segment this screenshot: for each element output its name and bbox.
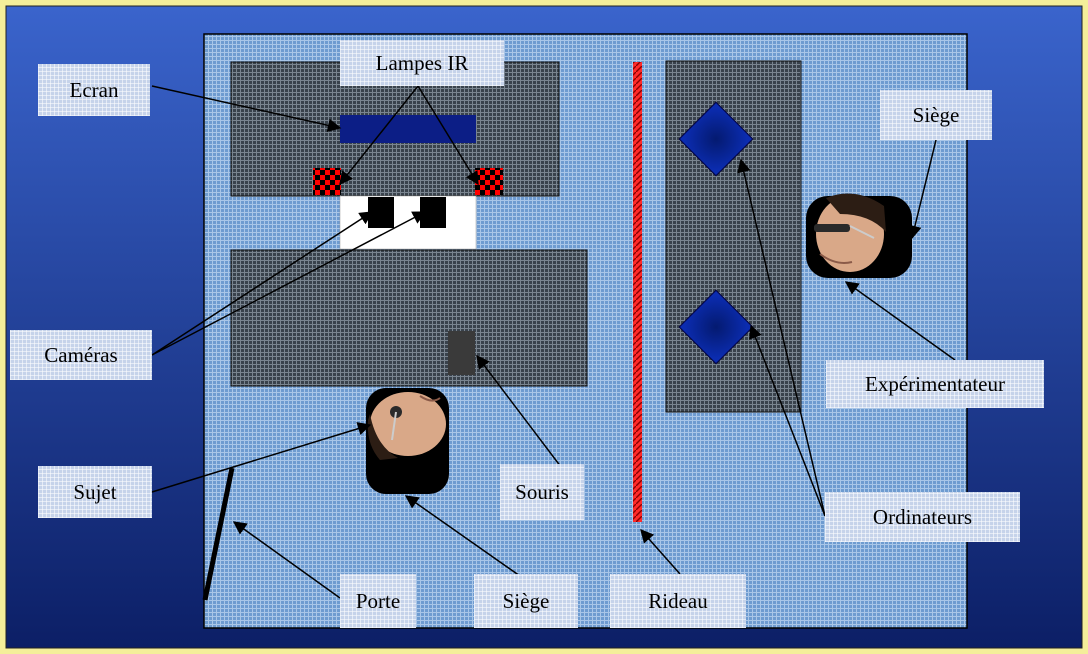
arrow-camera-right — [151, 211, 427, 356]
experimenter-head — [806, 193, 912, 278]
screen — [340, 115, 476, 143]
curtain — [633, 62, 642, 522]
arrow-porte — [232, 521, 341, 599]
ir-lamp-left — [313, 168, 341, 195]
label-souris: Souris — [500, 464, 584, 520]
subject-desk — [230, 249, 588, 387]
door — [202, 467, 235, 601]
label-ecran: Ecran — [38, 64, 150, 116]
label-siege-experimenter: Siège — [880, 90, 992, 140]
label-rideau: Rideau — [610, 574, 746, 628]
arrow-rideau — [640, 528, 681, 575]
arrow-lampe-right — [417, 85, 479, 186]
camera-mount — [339, 195, 477, 250]
arrow-camera-left — [151, 211, 374, 356]
arrow-experimentateur — [844, 281, 956, 361]
arrow-ordinateur-top — [737, 158, 826, 517]
experimenter-desk — [665, 60, 802, 413]
label-cameras: Caméras — [10, 330, 152, 380]
arrow-ordinateur-bottom — [749, 324, 826, 517]
arrow-siege-exp — [908, 139, 937, 240]
label-sujet: Sujet — [38, 466, 152, 518]
arrow-lampe-left — [339, 85, 419, 186]
label-experimentateur: Expérimentateur — [826, 360, 1044, 408]
arrow-siege-sujet — [404, 495, 521, 577]
mouse — [448, 331, 475, 375]
label-siege-subject: Siège — [474, 574, 578, 628]
computer-top — [678, 101, 754, 177]
ir-lamp-right — [475, 168, 503, 195]
label-ordinateurs: Ordinateurs — [825, 492, 1020, 542]
label-lampes-ir: Lampes IR — [340, 40, 504, 86]
arrow-sujet — [151, 422, 372, 493]
callout-arrows — [151, 85, 956, 599]
label-porte: Porte — [340, 574, 416, 628]
arrow-ecran — [151, 85, 342, 132]
computer-bottom — [678, 289, 754, 365]
subject-head — [366, 388, 449, 494]
